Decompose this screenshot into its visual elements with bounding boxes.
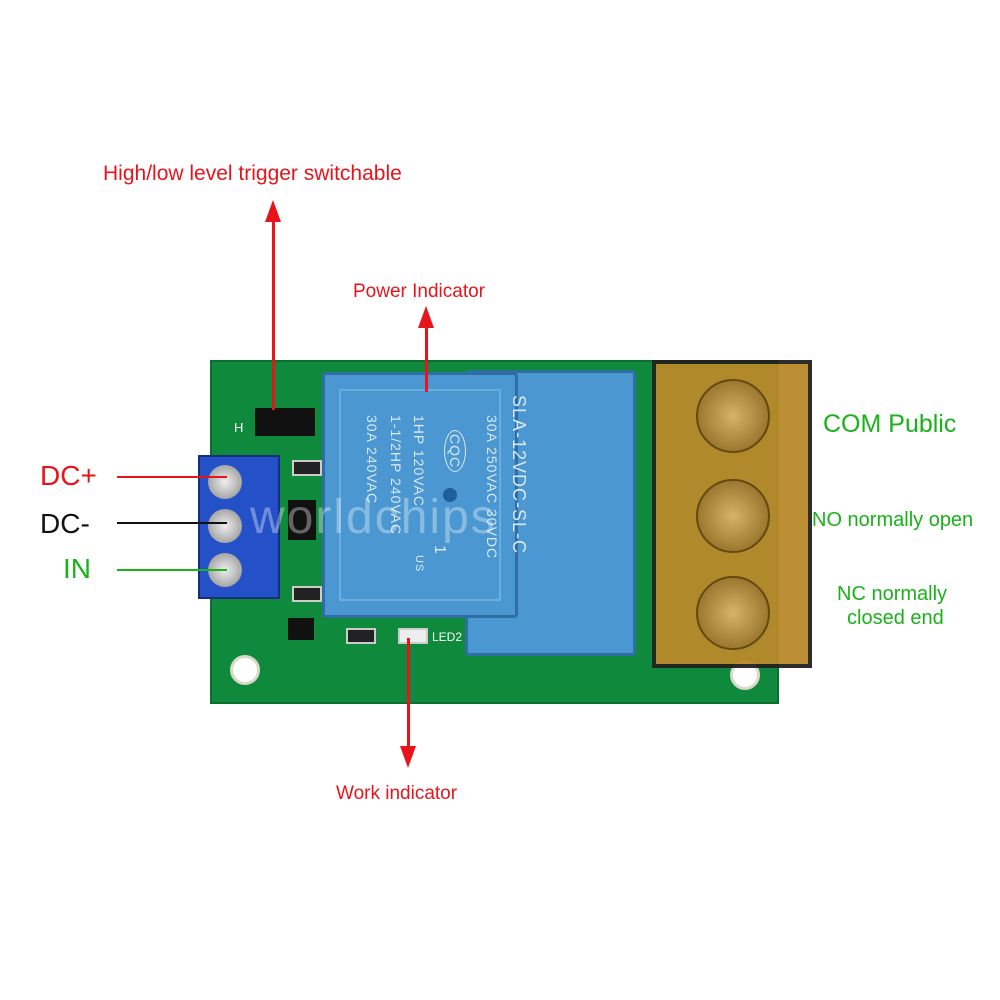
label-nc-1: NC normally [837, 583, 948, 605]
label-nc-2: closed end [847, 607, 944, 629]
relay-pin-number: 1 [431, 545, 448, 555]
relay-rating: 1-1/2HP 240VAC [388, 415, 404, 536]
relay-top [322, 372, 518, 618]
label-in: IN [63, 553, 91, 584]
mounting-hole [230, 655, 260, 685]
relay-rivet [443, 488, 457, 502]
label-trigger: High/low level trigger switchable [103, 162, 402, 185]
smd-resistor [292, 586, 322, 602]
screw-terminal-3 [696, 379, 770, 453]
relay-model: SLA-12VDC-SL-C [509, 395, 529, 555]
screw-terminal-2 [696, 479, 770, 553]
trigger-jumper [255, 408, 315, 436]
label-no: NO normally open [812, 509, 974, 531]
pointer-line [117, 476, 227, 478]
relay-rating: 1HP 120VAC [411, 415, 427, 507]
pointer-line [272, 220, 275, 410]
jumper-label: H [234, 420, 244, 435]
cqc-mark: CQC [444, 430, 466, 473]
pointer-line [425, 326, 428, 392]
smd-resistor [292, 460, 322, 476]
optocoupler [288, 500, 316, 540]
label-work-indicator: Work indicator [336, 783, 458, 804]
arrow-down-icon [400, 746, 416, 768]
label-dc-plus: DC+ [40, 460, 97, 491]
label-power-indicator: Power Indicator [353, 281, 486, 302]
label-com: COM Public [823, 410, 957, 438]
relay-rating: 30A 240VAC [364, 415, 380, 505]
transistor [288, 618, 314, 640]
arrow-up-icon [265, 200, 281, 222]
led2 [398, 628, 428, 644]
pointer-line [407, 638, 410, 748]
screw-dc-plus [208, 465, 242, 499]
label-dc-minus: DC- [40, 508, 90, 539]
pointer-line [117, 569, 227, 571]
smd-resistor [346, 628, 376, 644]
output-terminal-block [652, 360, 812, 668]
watermark: worldchips [250, 491, 497, 544]
pointer-line [117, 522, 227, 524]
screw-terminal-1 [696, 576, 770, 650]
led-label: LED2 [432, 630, 463, 644]
arrow-up-icon [418, 306, 434, 328]
relay-rating: 30A 250VAC 30VDC [484, 415, 500, 560]
screw-dc-minus [208, 509, 242, 543]
ul-mark: US [413, 555, 425, 573]
